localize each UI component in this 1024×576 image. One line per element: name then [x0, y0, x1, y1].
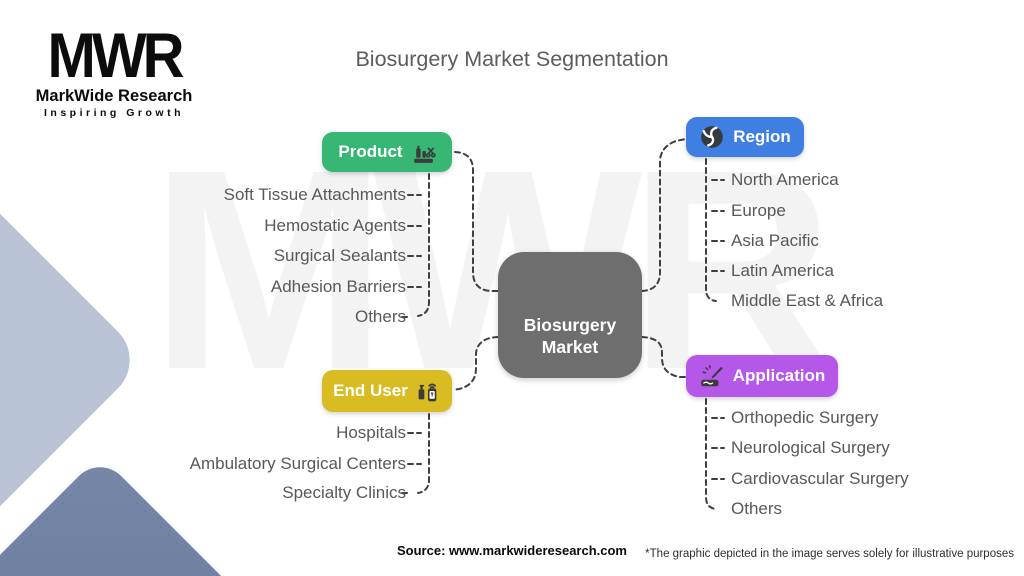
- product-label: Product: [338, 142, 403, 161]
- disclaimer-text: *The graphic depicted in the image serve…: [645, 548, 1014, 560]
- list-item: Soft Tissue Attachments: [223, 185, 406, 204]
- branch-node-product: Product: [322, 132, 452, 172]
- list-item: Orthopedic Surgery: [731, 408, 879, 427]
- end-user-label: End User: [333, 381, 408, 400]
- branch-node-application: Application: [686, 355, 838, 397]
- list-item: Ambulatory Surgical Centers: [189, 454, 406, 473]
- list-item: Latin America: [731, 261, 834, 280]
- logo-tagline: Inspiring Growth: [44, 107, 184, 119]
- region-label: Region: [733, 127, 791, 146]
- source-text: Source: www.markwideresearch.com: [396, 543, 628, 558]
- sanitizer-device-icon: [418, 383, 437, 401]
- application-label: Application: [732, 366, 826, 385]
- list-item: Asia Pacific: [731, 231, 819, 250]
- list-item: Specialty Clinics: [282, 483, 406, 502]
- center-node-label-line1: Biosurgery: [523, 315, 617, 335]
- list-item: Adhesion Barriers: [270, 277, 406, 296]
- branch-node-region: Region: [686, 117, 804, 157]
- markwide-logo: MWR MarkWide Research Inspiring Growth: [34, 20, 194, 119]
- surgery-incision-icon: [700, 364, 723, 387]
- list-item: Others: [354, 307, 406, 326]
- logo-name: MarkWide Research: [35, 87, 193, 105]
- list-item: Middle East & Africa: [731, 291, 884, 310]
- surgical-tools-icon: [413, 145, 436, 163]
- list-item: Hospitals: [336, 423, 406, 442]
- list-item: North America: [731, 170, 839, 189]
- list-item: Surgical Sealants: [273, 246, 406, 265]
- globe-icon: [701, 126, 724, 148]
- logo-monogram: MWR: [47, 20, 185, 91]
- page-title: Biosurgery Market Segmentation: [355, 47, 669, 71]
- center-node-biosurgery-market: Biosurgery Market: [498, 252, 642, 378]
- list-item: Cardiovascular Surgery: [731, 469, 909, 488]
- branch-node-end-user: End User: [322, 370, 452, 412]
- list-item: Europe: [731, 201, 786, 220]
- list-item: Hemostatic Agents: [264, 216, 406, 235]
- list-item: Neurological Surgery: [731, 438, 890, 457]
- list-item: Others: [731, 499, 783, 518]
- center-node-label-line2: Market: [541, 337, 599, 357]
